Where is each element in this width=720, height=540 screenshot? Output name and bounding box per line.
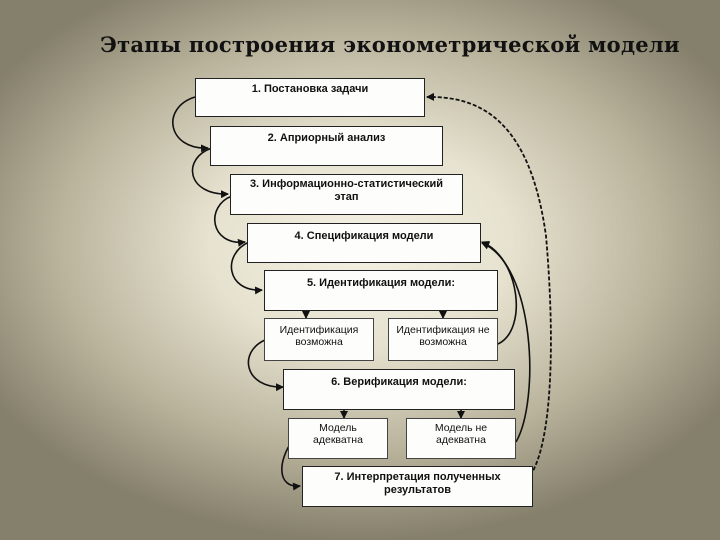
stage-4-box: 4. Спецификация модели [247,223,481,263]
arrow-possible-to-6 [247,339,284,392]
stage-3-label: 3. Информационно-статистический этап [249,178,444,203]
arrow-3-to-4 [214,195,246,247]
identification-impossible-label: Идентификация не возможна [396,324,490,348]
stage-5-box: 5. Идентификация модели: [264,270,498,311]
arrow-2-to-3 [191,147,229,199]
identification-possible-label: Идентификация возможна [279,324,359,348]
arrow-1-to-2 [172,96,209,153]
stage-5-label: 5. Идентификация модели: [306,277,456,289]
arrow-4-to-5 [230,241,263,295]
model-inadequate-label: Модель не адекватна [434,422,488,446]
stage-1-box: 1. Постановка задачи [195,78,425,117]
arrow-inadequate-to-4 [481,242,531,443]
stage-7-box: 7. Интерпретация полученных результатов [302,466,533,507]
dashed-arrow-7-to-1 [426,92,552,485]
stage-7-label: 7. Интерпретация полученных результатов [334,471,501,496]
stage-2-label: 2. Априорный анализ [267,132,386,144]
model-adequate-label: Модель адекватна [313,422,363,446]
stage-4-label: 4. Спецификация модели [294,230,434,242]
stage-3-box: 3. Информационно-статистический этап [230,174,463,215]
stage-2-box: 2. Априорный анализ [210,126,443,166]
model-inadequate-box: Модель не адекватна [406,418,516,459]
stage-1-label: 1. Постановка задачи [251,83,369,95]
stage-6-label: 6. Верификация модели: [331,376,467,388]
model-adequate-box: Модель адекватна [288,418,388,459]
diagram-title: Этапы построения эконометрической модели [100,32,680,57]
stage-6-box: 6. Верификация модели: [283,369,515,410]
identification-possible-box: Идентификация возможна [264,318,374,361]
identification-impossible-box: Идентификация не возможна [388,318,498,361]
